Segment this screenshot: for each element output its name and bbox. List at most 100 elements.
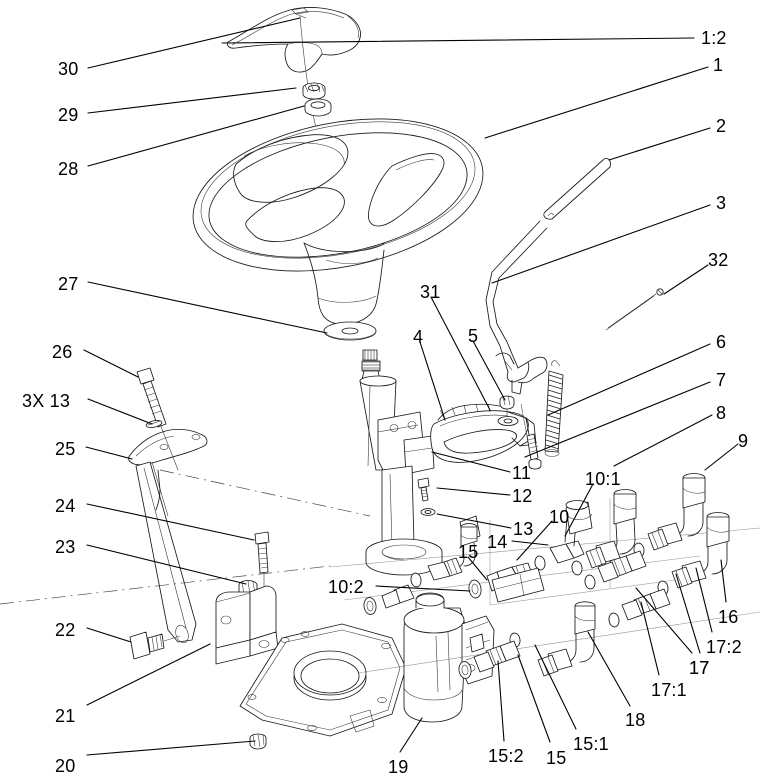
callout-label-15: 15 [458,542,479,562]
callout-label-4: 4 [413,327,424,347]
callout-label-28: 28 [58,159,79,179]
leader-line-15-1 [534,644,577,730]
leader-line-10-2 [375,585,471,592]
callout-label-20: 20 [55,756,76,776]
callout-label-17-1: 17:1 [651,680,687,700]
leader-line-3X 13 [87,398,153,425]
callout-label-16: 16 [718,607,739,627]
leader-line-29 [87,87,297,114]
part-washer-13 [420,508,436,516]
leader-line-10 [516,520,553,561]
callout-label-13: 13 [513,519,534,539]
callout-label-1: 1 [713,55,724,75]
callout-label-14: 14 [487,532,508,552]
leader-line-9 [704,443,739,471]
leader-line-15 [467,556,488,581]
part-washer-28 [304,98,332,117]
callout-label-9: 9 [738,431,749,451]
fitting-group-c [571,489,637,576]
callout-label-6: 6 [716,332,727,352]
leader-line-1-2 [221,37,695,44]
part-washer-3x13 [145,420,163,428]
leader-line-2 [608,127,711,161]
fitting-group-e [608,512,730,628]
callout-label-24: 24 [55,496,76,516]
leader-line-1 [484,66,709,139]
callout-label-31: 31 [420,282,441,302]
part-pedal-arm-25 [128,428,208,644]
callout-leader-lines [83,17,739,756]
leader-line-3 [491,204,711,284]
leader-line-6 [547,343,711,416]
leader-line-25 [85,446,133,460]
callout-label-18: 18 [625,710,646,730]
callout-label-27: 27 [58,274,79,294]
fitting-group-f [537,601,596,677]
part-hose-10 [491,567,545,603]
callout-label-3: 3 [716,193,727,213]
leader-line-26 [83,349,139,378]
leader-line-18 [587,631,631,707]
part-wheel-cap [227,7,361,73]
callout-label-26: 26 [52,342,73,362]
part-steering-wheel [192,118,484,325]
part-bolt-24 [254,531,270,640]
fitting-group-g [458,632,521,679]
callout-label-7: 7 [716,370,727,390]
leader-line-4 [419,341,446,421]
leader-line-23 [86,544,247,585]
callout-label-8: 8 [716,403,727,423]
part-console-7 [430,403,537,463]
callout-label-10: 10 [549,507,570,527]
callout-label-22: 22 [55,620,76,640]
leader-line-11 [431,451,511,473]
callout-label-15-1: 15:1 [573,734,609,754]
part-washer-5 [497,416,519,426]
part-cotter-pin-32 [605,288,664,331]
leader-line-22 [86,627,132,643]
leader-line-17 [675,573,701,654]
leader-line-17 [635,587,693,654]
leader-line-32 [663,264,709,295]
leader-line-14 [511,540,549,546]
callout-label-17-2: 17:2 [706,637,742,657]
leader-line-17-1 [640,601,660,676]
callout-label-21: 21 [55,706,76,726]
callout-label-15-2: 15:2 [488,746,524,766]
leader-line-21 [86,643,211,706]
fitting-group-d [584,473,706,590]
part-steering-column [359,349,443,576]
leader-line-19 [399,717,423,753]
callout-label-12: 12 [512,486,533,506]
part-mounting-plate [239,623,407,737]
callout-label-1-2: 1:2 [701,28,727,48]
part-bracket-21 [215,585,279,665]
callout-label-30: 30 [58,59,79,79]
callout-label-19: 19 [388,757,409,777]
part-washer-27 [323,321,377,341]
leader-line-7 [524,381,711,458]
leader-line-30 [87,17,301,69]
leader-line-5 [472,340,506,401]
callout-label-17: 17 [689,658,710,678]
leader-line-16 [720,559,727,603]
part-knob-22 [129,631,181,660]
part-bolt-11 [520,403,542,470]
callout-label-5: 5 [468,326,479,346]
callout-label-15: 15 [546,748,567,768]
leader-line-27 [87,281,328,334]
leader-line-28 [87,105,305,167]
leader-line-12 [436,487,511,496]
callout-label-10-1: 10:1 [585,469,621,489]
callout-label-11: 11 [512,463,532,483]
callout-label-2: 2 [716,116,727,136]
callout-label-32: 32 [708,250,729,270]
part-nut-29 [302,82,326,100]
leader-line-13 [436,513,512,529]
part-control-lever [485,158,611,395]
leader-line-10-1 [564,483,594,537]
leader-line-15-2 [497,660,505,742]
fitting-group-b [363,515,481,615]
